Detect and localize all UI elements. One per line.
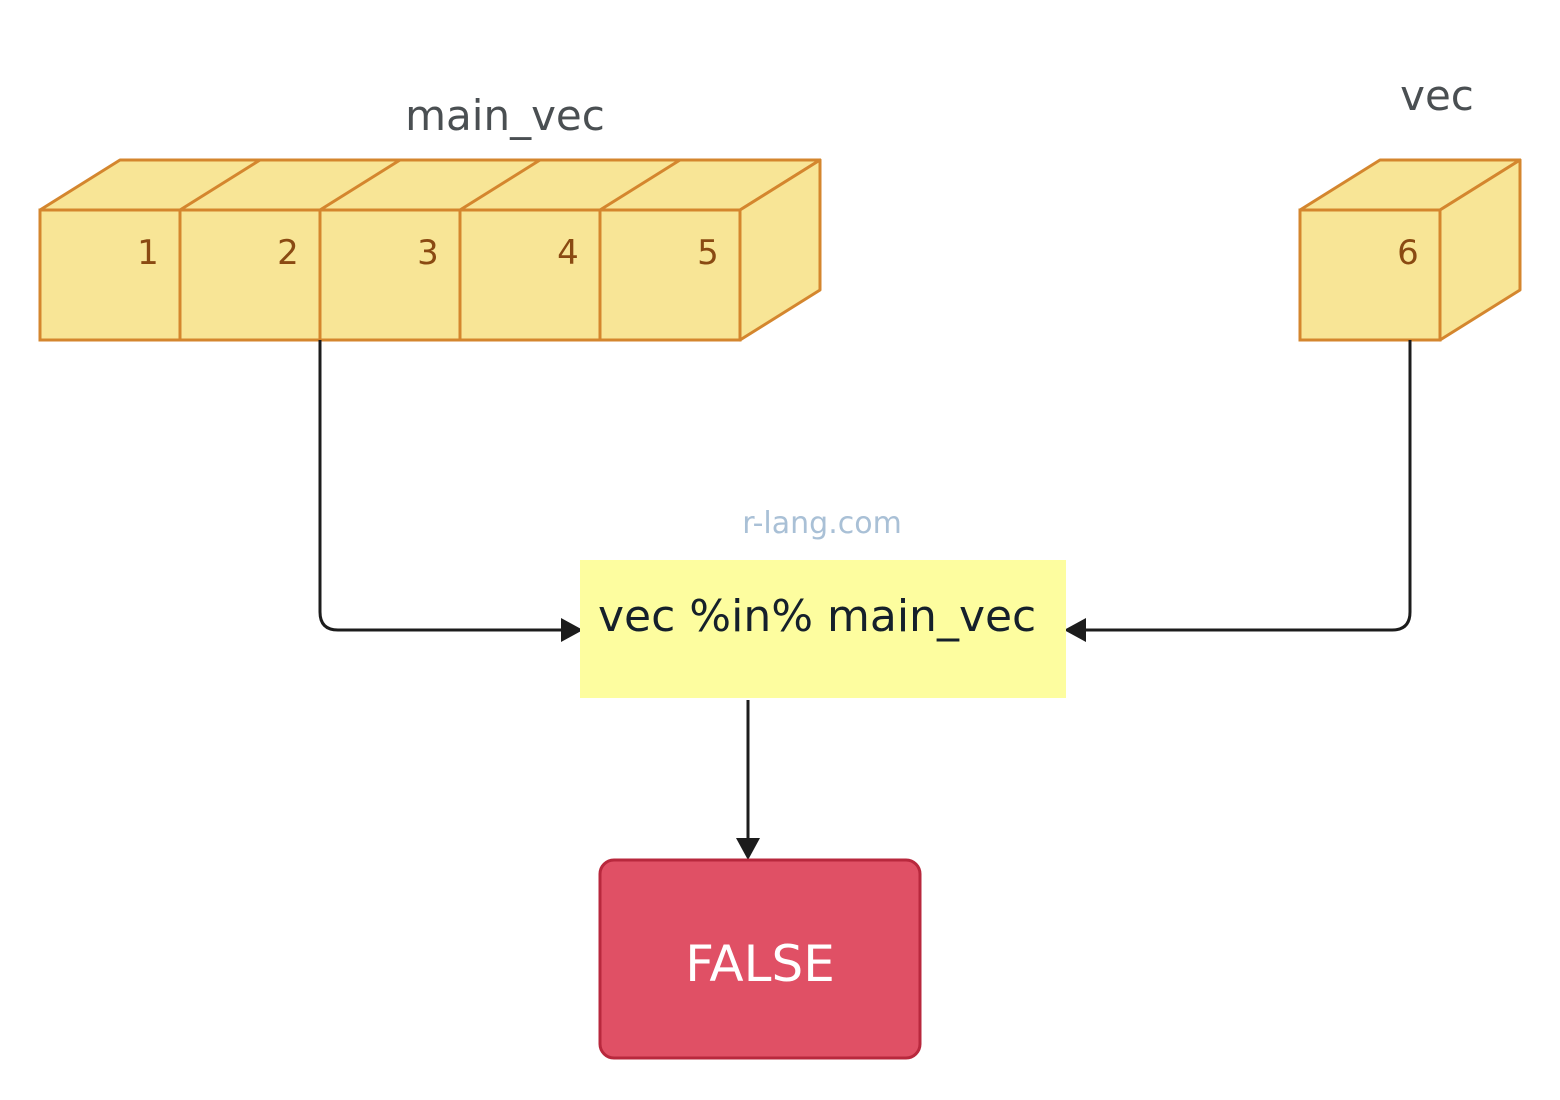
operation-box: vec %in% main_vec: [580, 560, 1066, 698]
main-vec-title: main_vec: [405, 91, 605, 140]
result-label: FALSE: [685, 935, 835, 993]
vec-cell-value: 6: [1397, 233, 1419, 273]
main-vec-cell: 3: [318, 208, 462, 342]
main-vec-top-face: [38, 158, 822, 212]
main-vec-cell-value: 3: [417, 233, 439, 273]
main-vec-cell: 4: [458, 208, 602, 342]
main-vec-top-divider: [599, 158, 681, 212]
vec-connector-arrowhead: [1064, 618, 1086, 642]
main-vec-cell-value: 2: [277, 233, 299, 273]
main-vec-cell-value: 5: [697, 233, 719, 273]
main-vec-top-divider: [319, 158, 401, 212]
main-vec-connector: [318, 340, 565, 632]
operation-expression: vec %in% main_vec: [598, 591, 1036, 642]
main-vec-cell: 2: [178, 208, 322, 342]
main-vec-top-divider: [179, 158, 261, 212]
main-vec-cell-value: 1: [137, 233, 159, 273]
main-vec-connector-arrowhead: [561, 618, 583, 642]
main-vec-array: 1 2 3 4 5: [38, 158, 822, 342]
main-vec-cell: 1: [38, 208, 182, 342]
watermark-text: r-lang.com: [742, 506, 902, 541]
vec-cell: 6: [1298, 208, 1442, 342]
main-vec-cell: 5: [598, 208, 742, 342]
result-box: FALSE: [598, 858, 922, 1060]
vec-array: 6: [1298, 158, 1522, 342]
result-connector-arrowhead: [736, 838, 760, 860]
main-vec-top-divider: [459, 158, 541, 212]
main-vec-cell-value: 4: [557, 233, 579, 273]
vec-connector: [1084, 340, 1412, 632]
vec-title: vec: [1400, 71, 1474, 120]
